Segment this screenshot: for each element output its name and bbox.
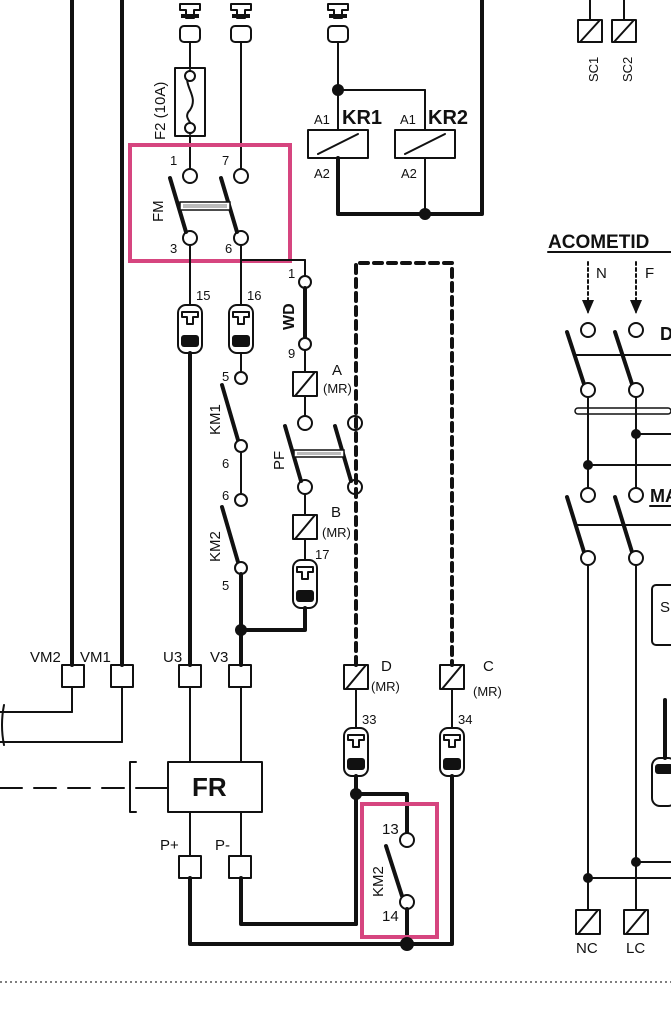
terminal-u3-label: U3 [163, 649, 182, 666]
acometida-n-label: N [596, 265, 607, 282]
kr1-label: KR1 [342, 107, 382, 129]
kr1-a2: A2 [314, 166, 330, 181]
fm-pin-1: 1 [170, 153, 177, 168]
coil-d-label: D [381, 658, 392, 675]
connector-top-1 [179, 3, 201, 43]
section-s-cut-label: S [660, 599, 670, 616]
sc-contacts: SC1 SC2 [577, 0, 637, 82]
fuse-f2: F2 (10A) [152, 67, 206, 171]
top-connectors [179, 3, 349, 171]
km2b-pin-13: 13 [382, 821, 399, 838]
lc-label: LC [626, 940, 645, 957]
km2-aux-contact: 13 14 KM2 [350, 774, 439, 946]
km2a-pin-6: 6 [222, 488, 229, 503]
coil-a: A (MR) [292, 362, 352, 417]
kr2-a2: A2 [401, 166, 417, 181]
relays-kr: A1 KR1 A2 A1 KR2 A2 [307, 0, 484, 220]
coils-d-c: D (MR) C (MR) 33 34 [343, 658, 502, 777]
acometida-f-label: F [645, 265, 654, 282]
wd-contact: 1 9 WD [240, 259, 312, 373]
km2b-highlight-box [360, 802, 439, 939]
fm-highlight-box [128, 143, 292, 263]
fr-label: FR [192, 772, 227, 802]
kr2-a1: A1 [400, 112, 416, 127]
wd-pin-1: 1 [288, 266, 295, 281]
fuse-f2-label: F2 (10A) [152, 82, 169, 140]
connector-33-label: 33 [362, 712, 376, 727]
terminal-vm1-label: VM1 [80, 649, 111, 666]
km2b-label: KM2 [370, 866, 387, 897]
acometida-title: ACOMETID [548, 232, 649, 253]
km2a-pin-5: 5 [222, 578, 229, 593]
km1-pin-5: 5 [222, 369, 229, 384]
fm-label: FM [150, 200, 167, 222]
km1-km2-contacts: 5 6 KM1 6 5 KM2 [207, 352, 307, 667]
terminal-blocks: VM2 VM1 U3 V3 [30, 649, 252, 763]
km1-pin-6: 6 [222, 456, 229, 471]
kr1-a1: A1 [314, 112, 330, 127]
terminal-v3-label: V3 [210, 649, 228, 666]
switch-pf: PF [271, 415, 363, 516]
connector-17-label: 17 [315, 547, 329, 562]
nc-label: NC [576, 940, 598, 957]
connector-top-2 [230, 3, 252, 43]
switch-fm: 1 7 3 6 FM [128, 143, 292, 263]
coil-a-label: A [332, 362, 342, 379]
coil-d-mr: (MR) [371, 679, 400, 694]
section-ma-cut-label: MA [650, 486, 671, 506]
fm-pin-7: 7 [222, 153, 229, 168]
wd-pin-9: 9 [288, 346, 295, 361]
km2b-pin-14: 14 [382, 908, 399, 925]
fm-pin-3: 3 [170, 241, 177, 256]
connector-16-label: 16 [247, 288, 261, 303]
acometida-section: ACOMETID N F D MA S [547, 232, 671, 957]
connector-15-label: 15 [196, 288, 210, 303]
km2a-label: KM2 [207, 531, 224, 562]
terminal-vm2-label: VM2 [30, 649, 61, 666]
wd-label: WD [281, 303, 298, 330]
fr-pminus-label: P- [215, 837, 230, 854]
km1-label: KM1 [207, 404, 224, 435]
kr2-label: KR2 [428, 107, 468, 129]
coil-b-label: B [331, 504, 341, 521]
coil-c-label: C [483, 658, 494, 675]
coil-c-mr: (MR) [473, 684, 502, 699]
mechanical-link-dashed [354, 261, 454, 667]
fm-pin-6: 6 [225, 241, 232, 256]
section-d-cut-label: D [660, 324, 671, 344]
connector-34-label: 34 [458, 712, 472, 727]
fr-module: FR P+ P- [160, 761, 263, 879]
sc2-label: SC2 [620, 57, 635, 82]
left-feed-wires [0, 0, 169, 813]
bottom-wiring [188, 774, 454, 951]
coil-a-mr: (MR) [323, 381, 352, 396]
fr-pplus-label: P+ [160, 837, 179, 854]
connector-top-3 [327, 3, 349, 43]
sc1-label: SC1 [586, 57, 601, 82]
coil-b-mr: (MR) [322, 525, 351, 540]
coil-b: B (MR) 17 [292, 504, 351, 609]
pf-label: PF [271, 451, 288, 470]
